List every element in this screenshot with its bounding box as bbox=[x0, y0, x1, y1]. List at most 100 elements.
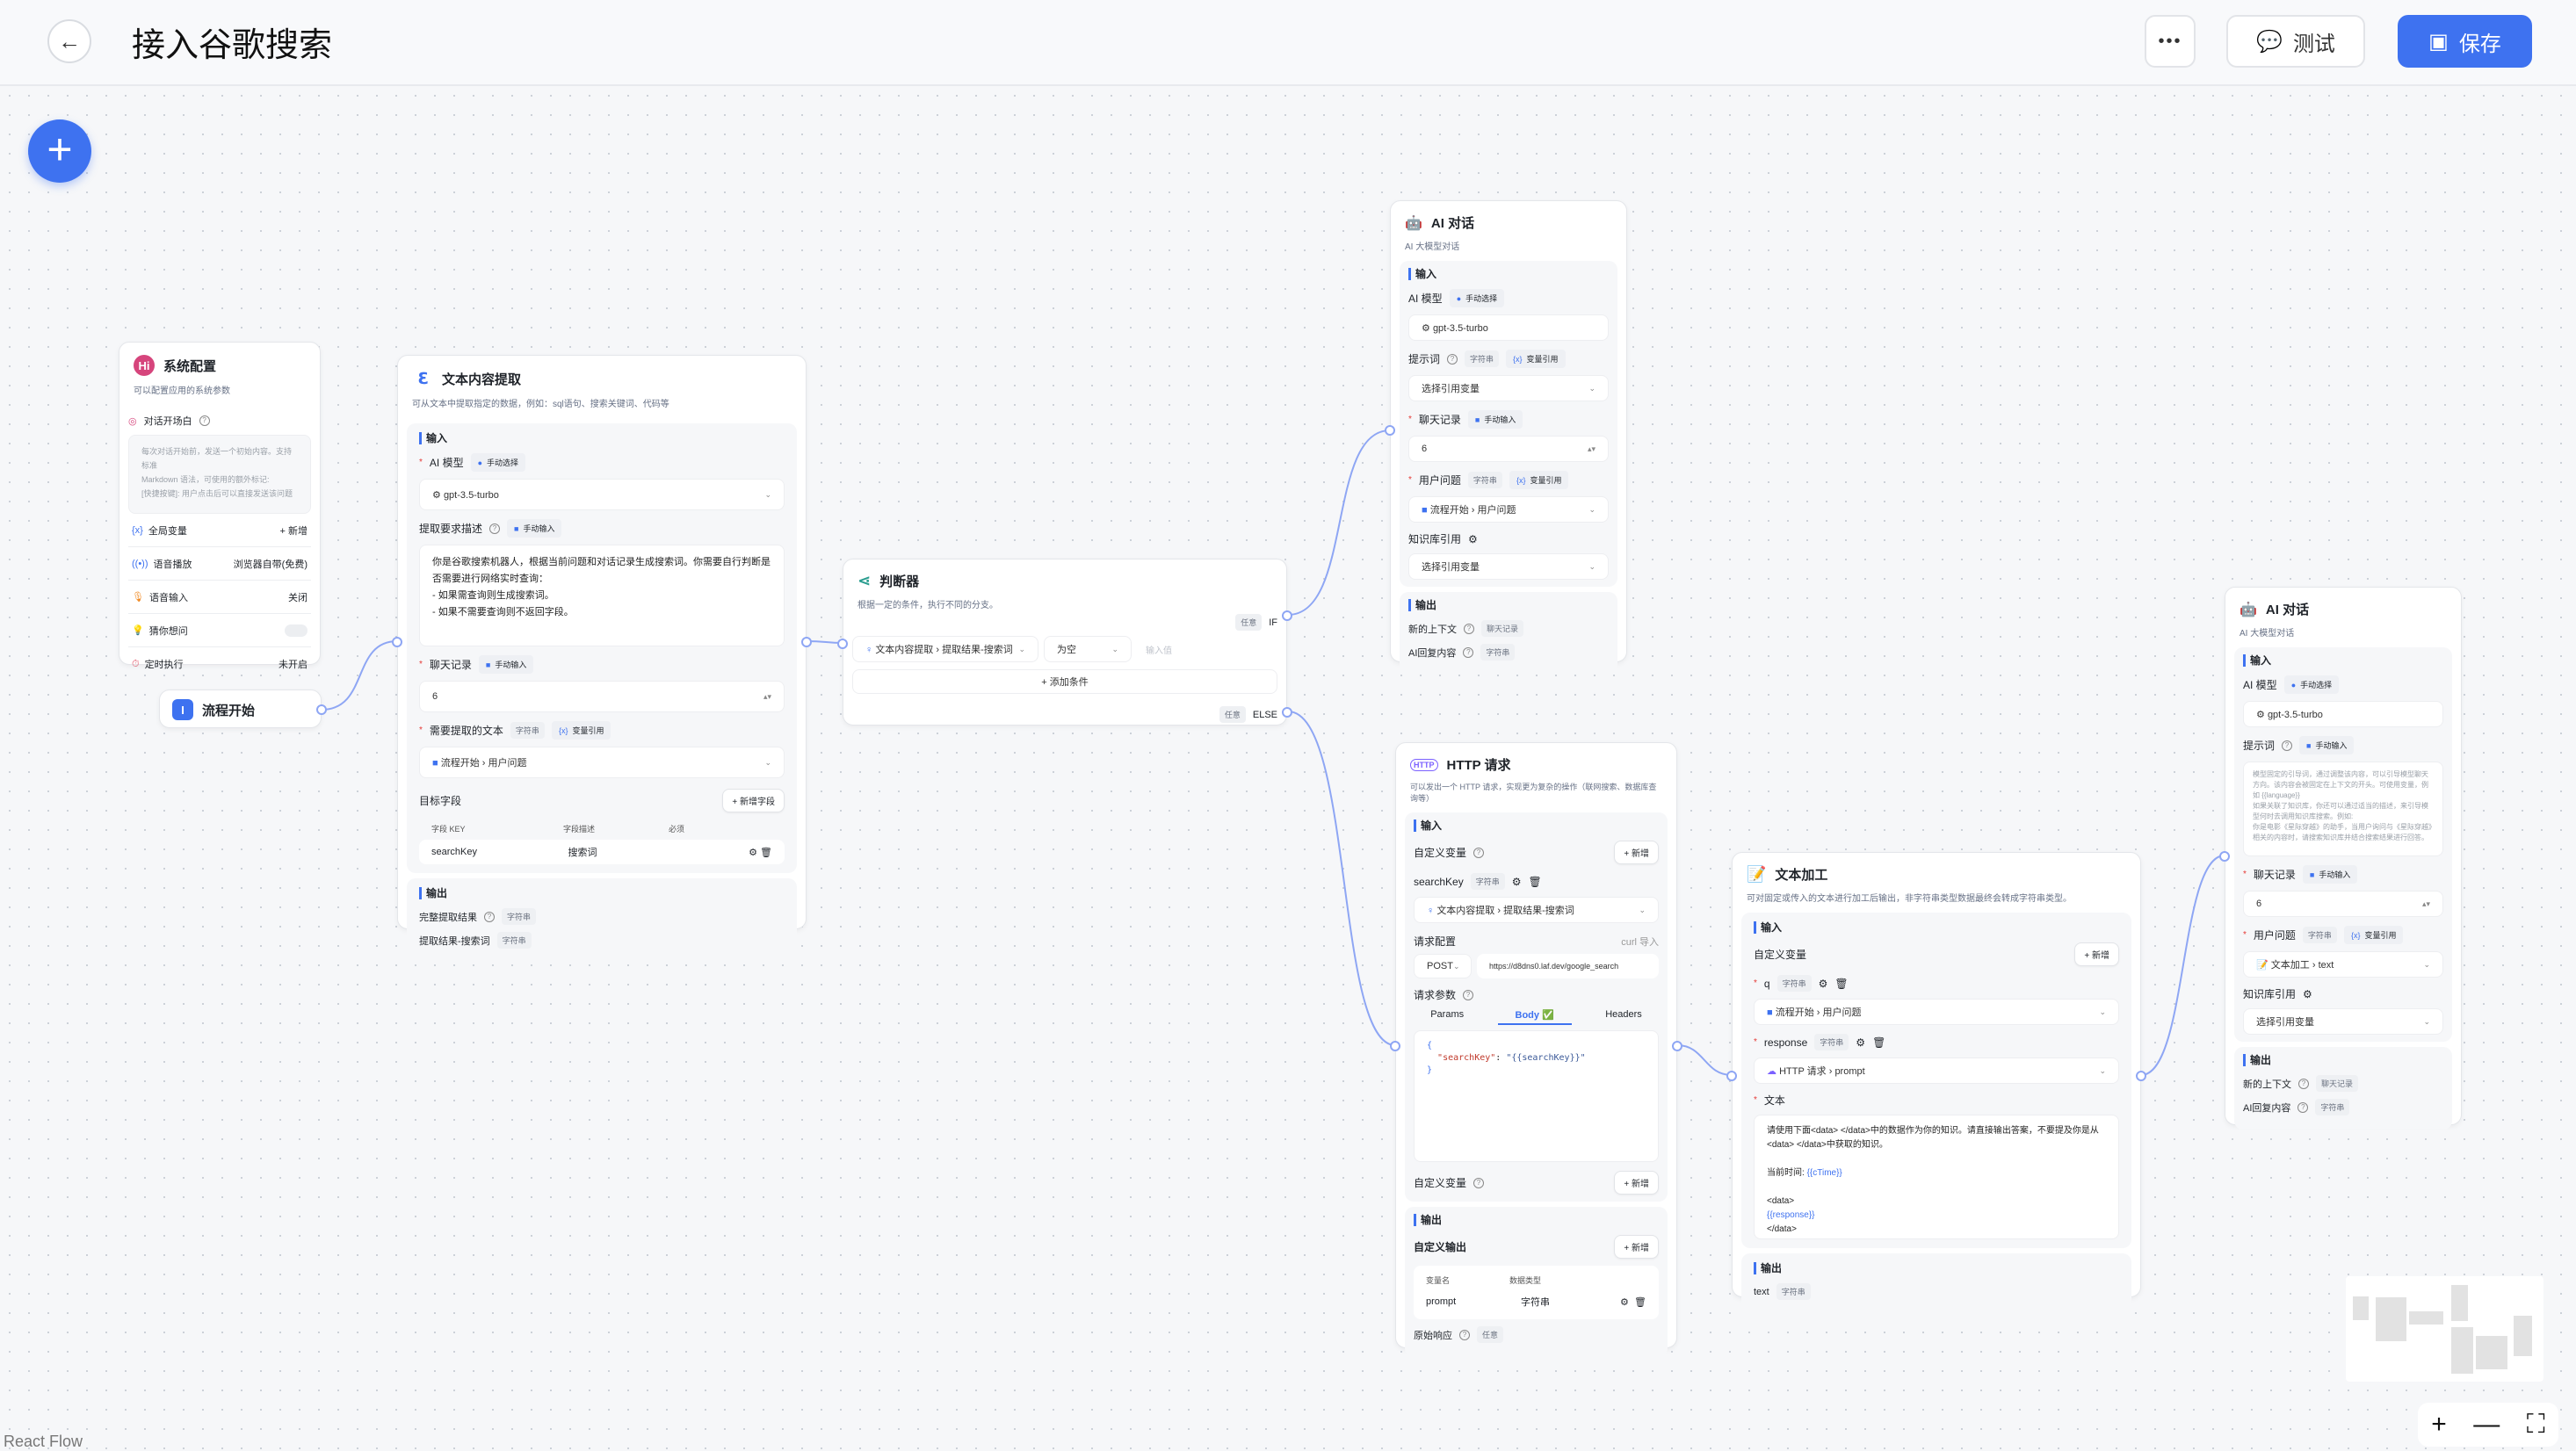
manual-input-tag[interactable]: ■手动输入 bbox=[2302, 865, 2358, 884]
tab-body[interactable]: Body ✅ bbox=[1497, 1009, 1572, 1025]
trash-icon[interactable]: 🗑 bbox=[1528, 875, 1542, 888]
history-stepper[interactable]: 6▴▾ bbox=[1408, 436, 1609, 462]
manual-select-tag[interactable]: ●手动选择 bbox=[2283, 675, 2340, 694]
var-ref-select[interactable]: ■ 流程开始 › 用户问题⌄ bbox=[1754, 999, 2119, 1025]
gear-icon[interactable]: ⚙ bbox=[2303, 987, 2312, 1000]
node-ai-chat-1[interactable]: 🤖AI 对话 AI 大模型对话 输入 AI 模型●手动选择 ⚙ gpt-3.5-… bbox=[1385, 200, 1627, 675]
model-select[interactable]: ⚙ gpt-3.5-turbo bbox=[1408, 314, 1609, 341]
guess-toggle[interactable] bbox=[285, 624, 308, 637]
target-handle[interactable] bbox=[1390, 1041, 1400, 1051]
gear-icon[interactable]: ⚙ bbox=[1856, 1036, 1866, 1049]
method-select[interactable]: POST⌄ bbox=[1414, 954, 1472, 978]
prompt-textarea[interactable]: 模型固定的引导词，通过调整该内容，可以引导模型聊天方向。该内容会被固定在上下文的… bbox=[2243, 762, 2443, 856]
text-textarea[interactable]: 请使用下面<data> </data>中的数据作为你的知识。请直接输出答案，不要… bbox=[1754, 1115, 2119, 1239]
sys-row-global-var[interactable]: {x}全局变量+ 新增 bbox=[128, 514, 311, 547]
more-button[interactable]: ••• bbox=[2145, 15, 2196, 68]
manual-input-tag[interactable]: ■手动输入 bbox=[478, 655, 534, 674]
fit-view-button[interactable]: ⛶ bbox=[2526, 1410, 2545, 1439]
manual-select-tag[interactable]: ●手动选择 bbox=[470, 453, 526, 472]
zoom-out-button[interactable]: — bbox=[2473, 1410, 2500, 1439]
target-handle[interactable] bbox=[2219, 851, 2230, 862]
model-select[interactable]: ⚙ gpt-3.5-turbo⌄ bbox=[419, 479, 785, 510]
node-text-process[interactable]: 📝文本加工 可对固定或传入的文本进行加工后输出，非字符串类型数据最终会转成字符串… bbox=[1726, 852, 2146, 1316]
condition-var-select[interactable]: ♀ 文本内容提取 › 提取结果-搜索词⌄ bbox=[852, 636, 1038, 662]
operator-select[interactable]: 为空⌄ bbox=[1044, 636, 1132, 662]
prompt-select[interactable]: 选择引用变量⌄ bbox=[1408, 375, 1609, 401]
add-node-button[interactable]: + bbox=[28, 119, 91, 183]
source-handle[interactable] bbox=[1672, 1041, 1682, 1051]
back-button[interactable]: ← bbox=[47, 19, 91, 63]
add-var-button[interactable]: + 新增 bbox=[1614, 1171, 1659, 1195]
sys-row-schedule[interactable]: ⏱定时执行未开启 bbox=[128, 647, 311, 681]
zoom-in-button[interactable]: + bbox=[2431, 1410, 2447, 1439]
sys-row-tts[interactable]: ((•))语音播放浏览器自带(免费) bbox=[128, 547, 311, 581]
history-stepper[interactable]: 6▴▾ bbox=[2243, 891, 2443, 917]
minimap[interactable] bbox=[2346, 1276, 2543, 1382]
tab-headers[interactable]: Headers bbox=[1605, 1009, 1642, 1020]
target-handle[interactable] bbox=[837, 639, 848, 649]
manual-input-tag[interactable]: ■手动输入 bbox=[1467, 410, 1523, 429]
trash-icon[interactable]: 🗑 bbox=[760, 847, 772, 858]
add-condition-button[interactable]: + 添加条件 bbox=[852, 669, 1277, 694]
stepper-arrows-icon[interactable]: ▴▾ bbox=[2421, 899, 2430, 908]
var-ref-select[interactable]: ☁ HTTP 请求 › prompt⌄ bbox=[1754, 1058, 2119, 1084]
body-editor[interactable]: { "searchKey": "{{searchKey}}"} bbox=[1414, 1030, 1659, 1162]
question-select[interactable]: ■ 流程开始 › 用户问题⌄ bbox=[1408, 496, 1609, 523]
value-input[interactable]: 输入值 bbox=[1146, 646, 1172, 656]
stepper-arrows-icon[interactable]: ▴▾ bbox=[1587, 444, 1596, 453]
stepper-arrows-icon[interactable]: ▴▾ bbox=[763, 691, 771, 701]
var-ref-select[interactable]: ♀ 文本内容提取 › 提取结果-搜索词⌄ bbox=[1414, 897, 1659, 923]
source-handle[interactable] bbox=[801, 637, 812, 647]
sys-row-guess[interactable]: 💡猜你想问 bbox=[128, 614, 311, 647]
test-button[interactable]: 💬测试 bbox=[2226, 15, 2365, 68]
add-global-var-button[interactable]: + 新增 bbox=[279, 525, 308, 537]
var-ref-tag[interactable]: {x}变量引用 bbox=[551, 721, 611, 740]
sys-row-voice-input[interactable]: 🎙语音输入关闭 bbox=[128, 581, 311, 614]
manual-input-tag[interactable]: ■手动输入 bbox=[2299, 736, 2355, 754]
manual-select-tag[interactable]: ●手动选择 bbox=[1449, 289, 1505, 307]
else-handle[interactable] bbox=[1282, 707, 1292, 718]
gear-icon[interactable]: ⚙ bbox=[1620, 1296, 1629, 1308]
trash-icon[interactable]: 🗑 bbox=[1634, 1296, 1646, 1308]
var-ref-tag[interactable]: {x}变量引用 bbox=[1509, 471, 1569, 489]
model-select[interactable]: ⚙ gpt-3.5-turbo bbox=[2243, 701, 2443, 727]
source-handle[interactable] bbox=[2136, 1071, 2146, 1081]
trash-icon[interactable]: 🗑 bbox=[1834, 977, 1849, 990]
gear-icon[interactable]: ⚙ bbox=[1511, 875, 1522, 888]
url-input[interactable]: https://d8dns0.laf.dev/google_search bbox=[1477, 954, 1659, 978]
history-stepper[interactable]: 6▴▾ bbox=[419, 681, 785, 712]
source-handle[interactable] bbox=[316, 704, 327, 715]
tab-params[interactable]: Params bbox=[1430, 1009, 1465, 1020]
gear-icon[interactable]: ⚙ bbox=[1468, 532, 1478, 545]
flow-canvas[interactable] bbox=[0, 86, 2576, 1451]
target-handle[interactable] bbox=[1726, 1071, 1737, 1081]
var-ref-tag[interactable]: {x}变量引用 bbox=[2343, 926, 2404, 944]
target-handle[interactable] bbox=[1385, 425, 1395, 436]
add-var-button[interactable]: + 新增 bbox=[2074, 942, 2119, 966]
welcome-textarea[interactable]: 每次对话开始前，发送一个初始内容。支持标准 Markdown 语法，可使用的额外… bbox=[128, 435, 311, 514]
if-handle[interactable] bbox=[1282, 610, 1292, 621]
curl-import-link[interactable]: curl 导入 bbox=[1621, 936, 1659, 948]
target-handle[interactable] bbox=[392, 637, 402, 647]
add-field-button[interactable]: + 新增字段 bbox=[722, 789, 785, 812]
kb-select[interactable]: 选择引用变量⌄ bbox=[1408, 553, 1609, 580]
gear-icon[interactable]: ⚙ bbox=[1818, 977, 1828, 990]
react-flow-attribution[interactable]: React Flow bbox=[4, 1433, 83, 1450]
gear-icon[interactable]: ⚙ bbox=[749, 847, 757, 858]
node-ai-chat-2[interactable]: 🤖AI 对话 AI 大模型对话 输入 AI 模型●手动选择 ⚙ gpt-3.5-… bbox=[2219, 587, 2462, 1130]
question-select[interactable]: 📝 文本加工 › text⌄ bbox=[2243, 951, 2443, 978]
text-ref-select[interactable]: ■ 流程开始 › 用户问题⌄ bbox=[419, 747, 785, 778]
trash-icon[interactable]: 🗑 bbox=[1872, 1036, 1886, 1049]
manual-input-tag[interactable]: ■手动输入 bbox=[507, 519, 562, 538]
save-button[interactable]: ▣保存 bbox=[2398, 15, 2532, 68]
extract-prompt-textarea[interactable]: 你是谷歌搜索机器人，根据当前问题和对话记录生成搜索词。你需要自行判断是否需要进行… bbox=[419, 545, 785, 646]
var-ref-tag[interactable]: {x}变量引用 bbox=[1506, 350, 1566, 368]
kb-select[interactable]: 选择引用变量⌄ bbox=[2243, 1008, 2443, 1035]
add-var-button[interactable]: + 新增 bbox=[1614, 841, 1659, 864]
add-output-button[interactable]: + 新增 bbox=[1614, 1235, 1659, 1259]
